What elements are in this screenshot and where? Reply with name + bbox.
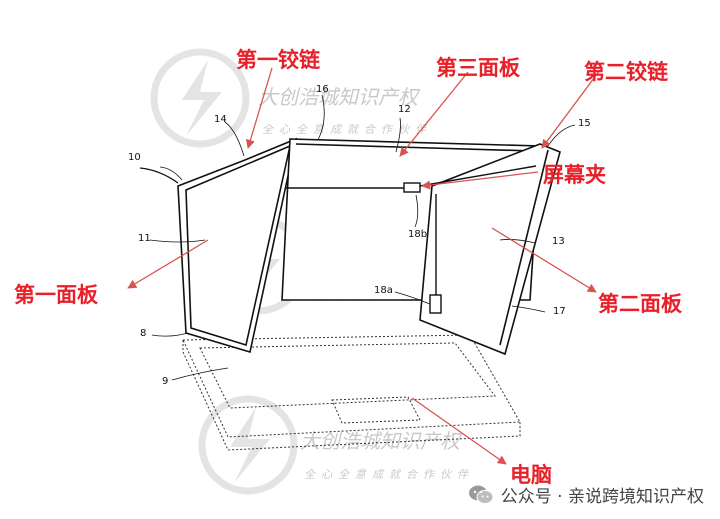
laptop-base [182, 334, 521, 451]
label-first-panel: 第一面板 [14, 283, 98, 307]
label-second-hinge: 第二铰链 [584, 60, 668, 84]
ref-10: 10 [128, 152, 141, 163]
ref-17: 17 [553, 306, 566, 317]
watermark-slogan: 全心全意成就合作伙伴 [262, 123, 432, 136]
first-panel [177, 137, 298, 354]
label-computer: 电脑 [510, 463, 552, 487]
ref-13: 13 [552, 236, 565, 247]
watermark-name: 大创浩城知识产权 [258, 85, 421, 109]
ref-8: 8 [140, 328, 147, 339]
footer-text: 公众号 · 亲说跨境知识产权 [500, 487, 704, 507]
reference-leaders [149, 94, 576, 381]
annotation-arrows [127, 67, 601, 465]
ref-12: 12 [398, 104, 411, 115]
watermark-logo-bottom [198, 395, 298, 495]
label-third-panel: 第三面板 [436, 56, 520, 80]
label-second-panel: 第二面板 [598, 292, 682, 316]
ref-16: 16 [316, 84, 329, 95]
watermark-slogan: 全心全意成就合作伙伴 [304, 468, 474, 481]
ref-15: 15 [578, 118, 591, 129]
assembly-arrow [139, 167, 179, 184]
ref-18b: 18b [408, 229, 428, 240]
screen-clip [286, 165, 537, 314]
watermark-text-top: 大创浩城知识产权 全心全意成就合作伙伴 [258, 85, 432, 136]
watermark-logo-top [150, 48, 250, 148]
watermark-name: 大创浩城知识产权 [300, 429, 463, 453]
ref-9: 9 [162, 376, 169, 387]
ref-14: 14 [214, 114, 227, 125]
ref-11: 11 [138, 233, 151, 244]
watermark-text-bottom: 大创浩城知识产权 全心全意成就合作伙伴 [300, 429, 474, 481]
footer-source: 公众号 · 亲说跨境知识产权 [467, 482, 704, 507]
ref-18a: 18a [374, 285, 393, 296]
wechat-icon [467, 484, 495, 506]
label-first-hinge: 第一铰链 [236, 48, 320, 72]
label-screen-clip: 屏幕夹 [543, 163, 606, 187]
